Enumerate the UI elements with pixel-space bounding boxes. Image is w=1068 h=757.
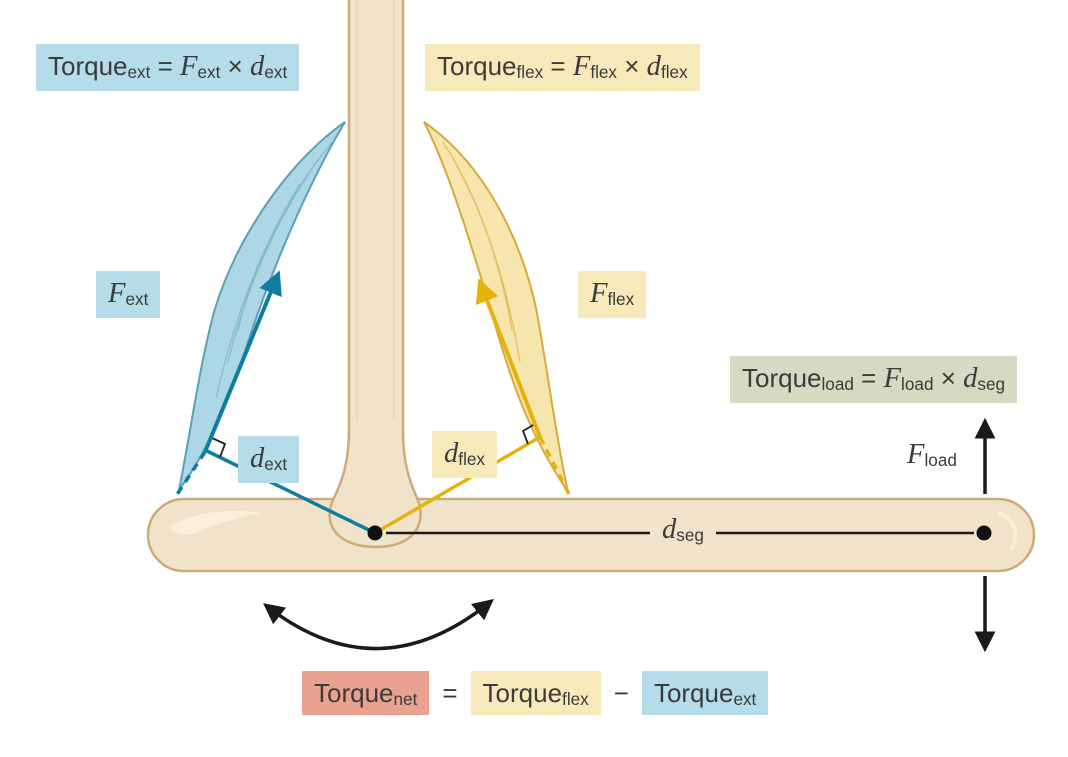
flexor-tendon-dashed-line [538, 436, 571, 495]
subscript: ext [733, 689, 757, 710]
subscript: flex [458, 449, 485, 470]
subscript: seg [977, 374, 1006, 395]
skeleton-segments [146, 0, 1036, 573]
equals-sign: = [150, 51, 181, 81]
torque-word: Torque [437, 51, 517, 81]
distance-symbol: d [646, 51, 661, 82]
right-angle-marker-flex [521, 423, 536, 445]
d-seg-label: dseg [650, 510, 716, 551]
torque-word: Torque [653, 678, 734, 708]
subscript: ext [264, 454, 288, 475]
flexor-muscle-fibers [442, 141, 521, 363]
times-sign: × [933, 363, 964, 393]
torque-word: Torque [482, 678, 563, 708]
distance-symbol: d [250, 51, 265, 82]
f-load-label: Fload [901, 437, 963, 474]
subscript: flex [590, 62, 618, 83]
times-sign: × [220, 51, 251, 81]
vertical-segment-bone [328, 0, 422, 549]
torque-load-equation: Torqueload = Fload × dseg [730, 356, 1018, 403]
torque-flex-equation: Torqueflex = Fflex × dflex [425, 44, 700, 91]
force-symbol: F [907, 439, 925, 470]
horizontal-segment-bone [146, 497, 1036, 573]
torque-word: Torque [742, 363, 822, 393]
extensor-force-arrow [203, 270, 282, 453]
subscript: load [924, 450, 957, 471]
d-flex-label: dflex [432, 431, 497, 478]
subscript: flex [516, 62, 544, 83]
muscles [178, 121, 569, 493]
bone-highlight-left [170, 510, 262, 535]
joint-center-dot [367, 525, 383, 541]
load-point-dot [976, 525, 992, 541]
f-ext-label: Fext [96, 271, 161, 318]
force-symbol: F [108, 278, 126, 309]
d-ext-label: dext [238, 436, 300, 483]
extensor-muscle-fibers [215, 141, 333, 399]
minus-sign: − [613, 678, 629, 708]
torque-flex-term: Torqueflex [470, 671, 601, 715]
subscript: ext [127, 62, 151, 83]
torque-ext-term: Torqueext [641, 671, 769, 715]
force-symbol: F [590, 278, 608, 309]
f-flex-label: Fflex [578, 271, 647, 318]
subscript: flex [607, 289, 635, 310]
extensor-moment-arm-line [206, 449, 376, 535]
subscript: seg [676, 525, 704, 546]
torque-word: Torque [48, 51, 128, 81]
right-angle-marker-ext [211, 437, 227, 458]
times-sign: × [617, 51, 647, 81]
distance-symbol: d [444, 438, 459, 469]
bone-highlight-right [998, 511, 1018, 550]
torque-net-equation: Torquenet = Torqueflex − Torqueext [302, 671, 769, 715]
flexor-moment-arm-line [374, 435, 541, 535]
subscript: load [901, 374, 934, 395]
equals-sign: = [543, 51, 573, 81]
subscript: flex [660, 62, 688, 83]
torque-net-term: Torquenet [302, 671, 430, 715]
extensor-tendon-dashed-line [174, 451, 207, 497]
subscript: ext [125, 289, 149, 310]
distance-symbol: d [250, 443, 265, 474]
equals-sign: = [442, 678, 458, 708]
equals-sign: = [853, 363, 884, 393]
torque-ext-equation: Torqueext = Fext × dext [36, 44, 300, 91]
subscript: ext [197, 62, 221, 83]
force-symbol: F [572, 51, 591, 82]
distance-symbol: d [963, 363, 978, 394]
subscript: load [821, 374, 854, 395]
extensor-muscle [178, 121, 346, 491]
subscript: flex [562, 689, 589, 710]
force-symbol: F [883, 363, 902, 394]
flexor-force-arrow [475, 278, 542, 438]
torque-word: Torque [314, 678, 394, 708]
force-symbol: F [180, 51, 198, 82]
subscript: net [393, 689, 418, 710]
rotation-direction-arrow [263, 599, 494, 651]
subscript: ext [264, 62, 288, 83]
distance-symbol: d [662, 514, 677, 545]
